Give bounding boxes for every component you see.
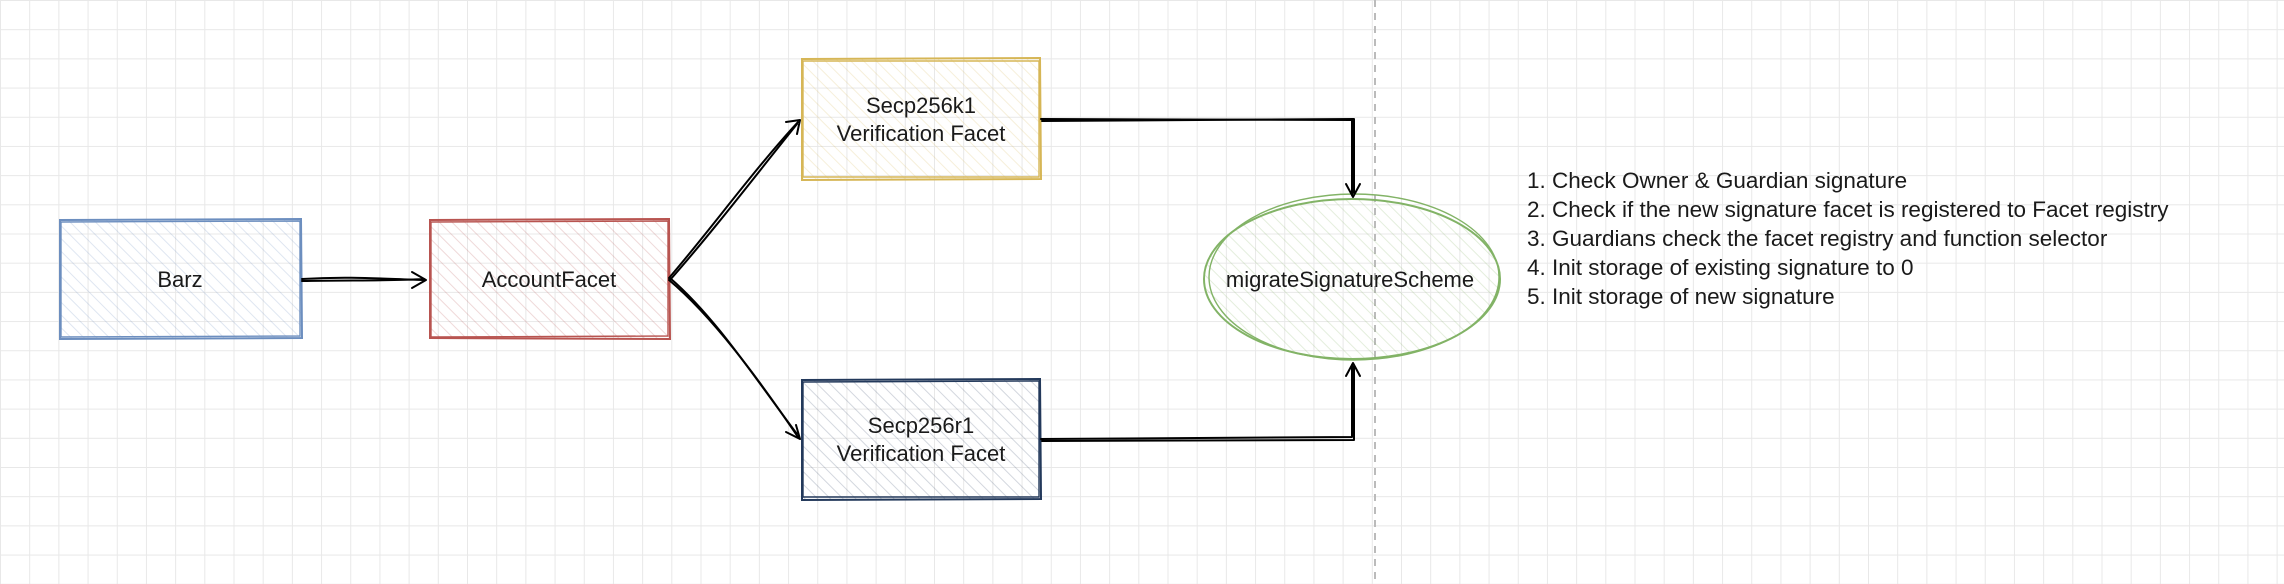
secp256k1-label-line1: Secp256k1 <box>866 93 976 118</box>
edge-barz-to-account-facet <box>301 271 427 289</box>
edge-account-facet-to-secp256r1 <box>668 277 801 440</box>
barz-node[interactable]: Barz <box>59 217 304 341</box>
step-item: 3. Guardians check the facet registry an… <box>1527 226 2108 251</box>
secp256r1-node[interactable]: Secp256r1 Verification Facet <box>801 377 1043 502</box>
secp256r1-label-line1: Secp256r1 <box>868 413 974 438</box>
secp256k1-node[interactable]: Secp256k1 Verification Facet <box>801 56 1043 182</box>
account-facet-node[interactable]: AccountFacet <box>429 217 672 341</box>
step-item: 4. Init storage of existing signature to… <box>1527 255 1914 280</box>
edge-account-facet-to-secp256k1 <box>668 119 801 281</box>
barz-label: Barz <box>157 267 202 292</box>
secp256k1-label-line2: Verification Facet <box>837 121 1006 146</box>
edge-secp256r1-to-migrate <box>1040 362 1361 442</box>
step-item: 5. Init storage of new signature <box>1527 284 1835 309</box>
secp256r1-label-line2: Verification Facet <box>837 441 1006 466</box>
account-facet-label: AccountFacet <box>482 267 617 292</box>
migrate-signature-scheme-node[interactable]: migrateSignatureScheme <box>1203 193 1501 361</box>
edge-secp256k1-to-migrate <box>1040 118 1361 198</box>
migrate-signature-scheme-label: migrateSignatureScheme <box>1226 267 1474 292</box>
migration-steps-list: 1. Check Owner & Guardian signature 2. C… <box>1527 166 2169 311</box>
step-item: 1. Check Owner & Guardian signature <box>1527 168 1908 193</box>
step-item: 2. Check if the new signature facet is r… <box>1527 197 2169 222</box>
